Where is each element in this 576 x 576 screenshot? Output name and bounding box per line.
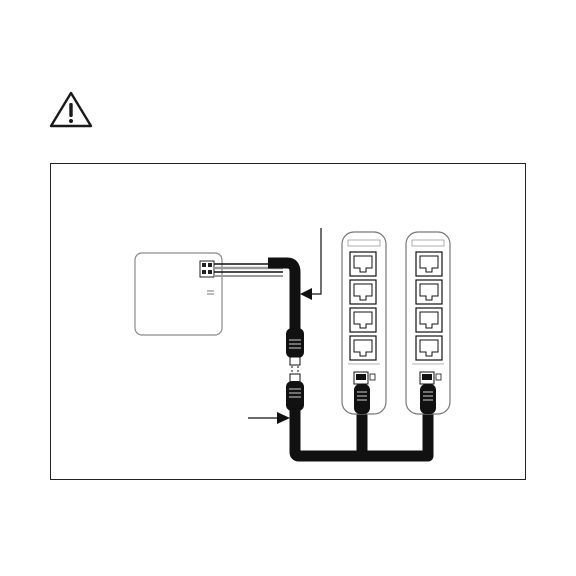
callout-arrow-upper (300, 228, 321, 300)
host-connector (200, 261, 214, 277)
hub-1 (342, 232, 386, 414)
host-device (135, 253, 222, 335)
cable-plug-upper (286, 328, 304, 378)
host-cable (214, 263, 295, 330)
callout-arrow-lower (248, 412, 290, 424)
hub-2 (406, 232, 450, 414)
